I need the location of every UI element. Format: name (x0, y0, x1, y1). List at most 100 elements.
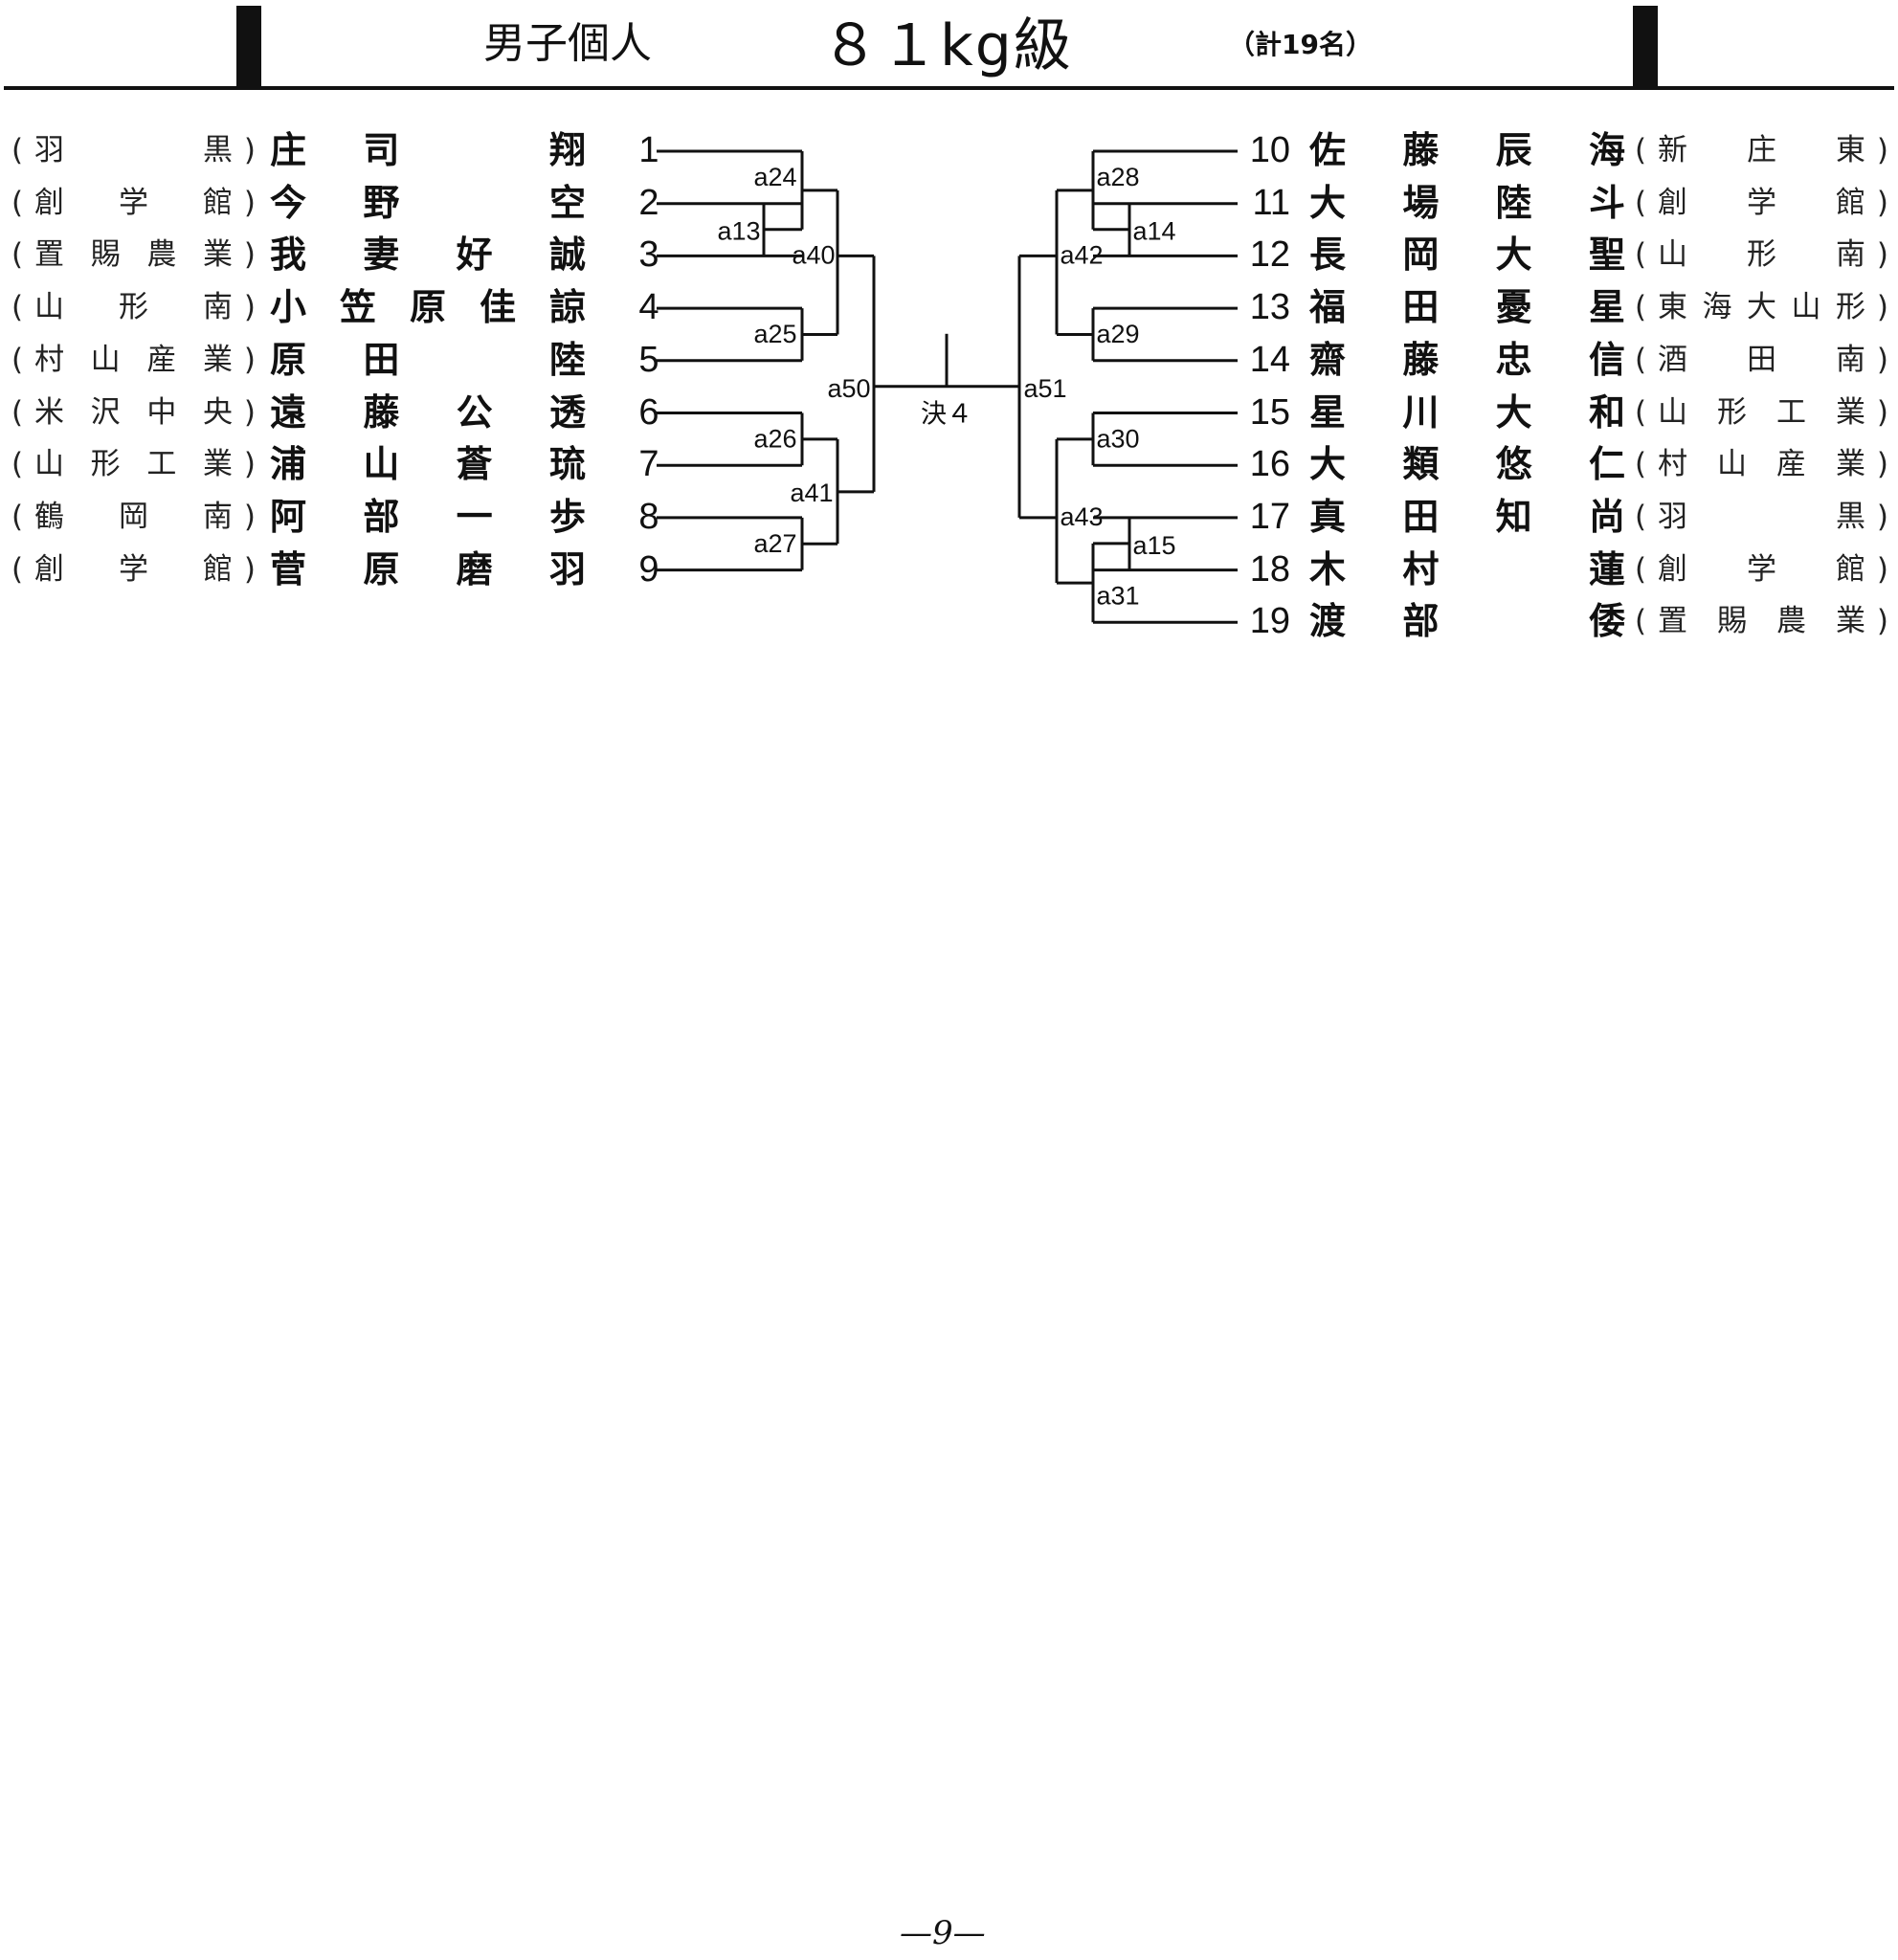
name-char: 我 (270, 234, 307, 277)
school-chars: 創学館 (34, 551, 233, 587)
school-char: 羽 (1658, 499, 1687, 534)
name-char: 川 (1402, 390, 1440, 434)
draw-number: 6 (638, 391, 659, 433)
school-name: (羽黒) (11, 136, 256, 166)
school-char: 山 (1717, 447, 1747, 482)
paren-open: ( (11, 185, 24, 220)
school-name: (新庄東) (1635, 136, 1888, 166)
paren-open: ( (1635, 604, 1647, 639)
school-name: (山形南) (1635, 240, 1888, 270)
school-char: 創 (34, 551, 64, 587)
paren-close: ) (243, 447, 256, 482)
school-name: (山形工業) (11, 450, 256, 479)
school-char: 学 (1747, 551, 1776, 587)
athlete-name: 福田憂星 (1309, 289, 1625, 325)
paren-open: ( (11, 551, 24, 587)
school-char: 形 (1836, 290, 1865, 325)
name-char: 藤 (1402, 129, 1440, 171)
name-char: 田 (1402, 495, 1440, 538)
paren-close: ) (243, 551, 256, 587)
school-char: 新 (1658, 133, 1687, 167)
school-char: 館 (1836, 185, 1865, 220)
school-chars: 羽黒 (34, 136, 233, 166)
athlete-name: 浦山蒼琉 (270, 446, 586, 482)
school-char: 工 (146, 447, 177, 482)
category-title: 男子個人 (483, 19, 652, 68)
school-char: 形 (119, 290, 148, 325)
name-char: 遠 (270, 390, 307, 434)
school-char: 山 (90, 342, 121, 377)
draw-number: 8 (638, 496, 659, 537)
name-char: 聖 (1588, 234, 1625, 277)
paren-open: ( (1635, 394, 1647, 430)
name-char: 原 (270, 338, 307, 381)
paren-close: ) (1876, 342, 1888, 377)
school-char: 賜 (1717, 604, 1747, 639)
school-char: 学 (1747, 185, 1776, 220)
paren-close: ) (1876, 604, 1888, 639)
paren-close: ) (243, 237, 256, 273)
school-char: 南 (203, 499, 233, 534)
name-char: 部 (363, 495, 400, 538)
name-char: 陸 (548, 338, 586, 381)
athlete-name: 真田知尚 (1309, 499, 1625, 535)
paren-close: ) (243, 290, 256, 325)
paren-open: ( (1635, 133, 1647, 167)
school-name: (創学館) (11, 185, 256, 220)
match-label-a13: a13 (717, 217, 760, 246)
school-char: 業 (202, 237, 233, 273)
name-char: 山 (363, 443, 400, 486)
school-chars: 東海大山形 (1658, 293, 1865, 323)
name-char: 福 (1309, 286, 1347, 329)
school-chars: 羽黒 (1658, 499, 1865, 534)
paren-open: ( (1635, 499, 1647, 534)
name-char: 今 (270, 181, 307, 224)
school-char: 学 (119, 551, 148, 587)
school-char: 賜 (90, 237, 121, 273)
school-char: 業 (1836, 447, 1865, 482)
draw-number: 1 (638, 130, 659, 170)
page-header: 男子個人 ８１kg級 （計19名） (0, 0, 1898, 92)
name-char: 藤 (363, 390, 400, 434)
name-char: 諒 (548, 286, 586, 329)
school-char: 村 (34, 342, 64, 377)
name-char: 小 (270, 286, 307, 329)
school-char: 館 (203, 551, 233, 587)
page-number: —9— (900, 1914, 986, 1952)
school-char: 大 (1747, 290, 1776, 325)
name-char: 倭 (1588, 600, 1625, 643)
draw-number: 12 (1249, 234, 1290, 276)
athlete-name: 遠藤公透 (270, 394, 586, 431)
name-char: 菅 (270, 547, 307, 590)
name-char: 好 (456, 234, 493, 277)
name-char: 部 (1402, 600, 1440, 643)
school-name: (置賜農業) (1635, 607, 1888, 636)
athlete-name: 阿部一歩 (270, 499, 586, 535)
match-label-a15: a15 (1132, 531, 1175, 560)
match-label-a40: a40 (792, 240, 835, 269)
athlete-name: 我妻好誠 (270, 236, 586, 273)
school-name: (創学館) (1635, 185, 1888, 220)
name-char: 信 (1588, 338, 1625, 381)
athlete-name: 佐藤辰海 (1309, 132, 1625, 168)
athlete-name: 庄司翔 (270, 132, 586, 168)
draw-number: 10 (1249, 130, 1290, 170)
school-char: 黒 (203, 133, 233, 167)
school-char: 岡 (119, 499, 148, 534)
school-char: 東 (1658, 290, 1687, 325)
name-char: 海 (1588, 129, 1625, 171)
school-char: 形 (1717, 394, 1747, 430)
name-char: 野 (363, 181, 400, 224)
name-char: 長 (1309, 234, 1347, 277)
name-char: 佐 (1309, 129, 1347, 171)
paren-close: ) (1876, 290, 1888, 325)
paren-open: ( (11, 394, 24, 430)
name-char: 木 (1309, 547, 1347, 590)
name-char: 類 (1402, 443, 1440, 486)
paren-close: ) (1876, 237, 1888, 273)
school-name: (酒田南) (1635, 345, 1888, 375)
school-char: 業 (1836, 394, 1865, 430)
name-char: 大 (1495, 234, 1532, 277)
school-char: 形 (1747, 237, 1776, 273)
name-char: 庄 (270, 129, 307, 171)
